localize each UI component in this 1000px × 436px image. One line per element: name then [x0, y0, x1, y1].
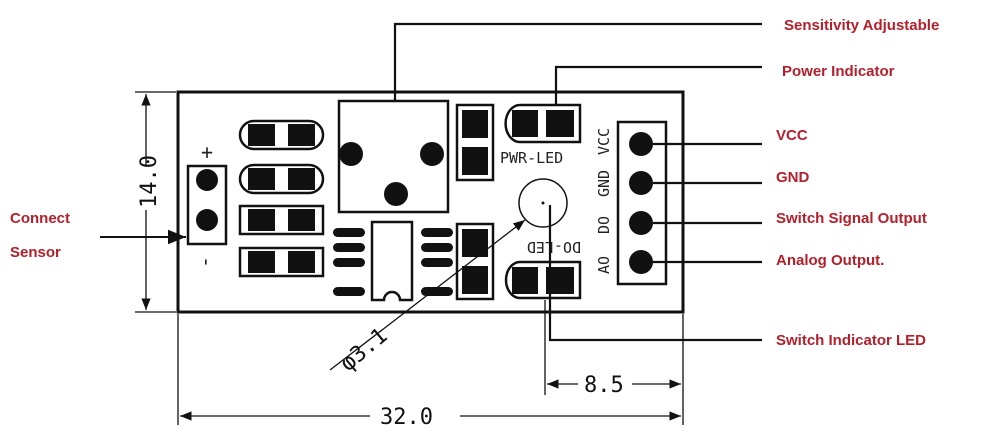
- pin-header: [616, 120, 668, 286]
- pin-label-ao: AO: [595, 256, 613, 274]
- pot-pin: [384, 182, 408, 206]
- sensor-header: [186, 164, 228, 246]
- sensor-pin-plus: [196, 169, 218, 191]
- led-outline: [518, 178, 568, 228]
- board-outline: [176, 90, 685, 314]
- do-led-silk: DO-LED: [527, 238, 581, 256]
- dimension-lines: [135, 91, 684, 425]
- label-connect: Connect: [10, 210, 70, 227]
- potentiometer: [337, 99, 450, 214]
- height-dimension: 14.0: [137, 155, 162, 208]
- label-sensor: Sensor: [10, 244, 61, 261]
- label-sensitivity-adjustable: Sensitivity Adjustable: [784, 17, 939, 34]
- pin-label-do: DO: [595, 216, 613, 234]
- sensor-pin-minus: [196, 209, 218, 231]
- minus-silk: -: [195, 256, 219, 268]
- ic-pads: [333, 228, 453, 296]
- label-gnd: GND: [776, 169, 810, 186]
- label-analog-output: Analog Output.: [776, 252, 884, 269]
- pin-vcc: [629, 132, 653, 156]
- label-power-indicator: Power Indicator: [782, 63, 895, 80]
- pin-label-gnd: GND: [595, 170, 613, 197]
- plus-silk: +: [201, 140, 213, 164]
- led-diameter-dimension: φ3.1: [336, 323, 393, 376]
- width-dimension: 32.0: [380, 405, 433, 430]
- ic-outline: [370, 220, 414, 302]
- label-switch-signal-output: Switch Signal Output: [776, 210, 927, 227]
- pot-pin: [420, 142, 444, 166]
- smd-pads-right: [455, 103, 582, 301]
- label-vcc: VCC: [776, 127, 808, 144]
- pin-label-vcc: VCC: [595, 128, 613, 155]
- pin-ao: [629, 250, 653, 274]
- led-offset-dimension: 8.5: [584, 373, 624, 398]
- pwr-led-silk: PWR-LED: [500, 149, 563, 167]
- smd-pads-left: [238, 119, 325, 278]
- label-switch-indicator-led: Switch Indicator LED: [776, 332, 926, 349]
- pot-pin: [339, 142, 363, 166]
- pin-do: [629, 211, 653, 235]
- callout-lines: [100, 22, 762, 342]
- pin-gnd: [629, 171, 653, 195]
